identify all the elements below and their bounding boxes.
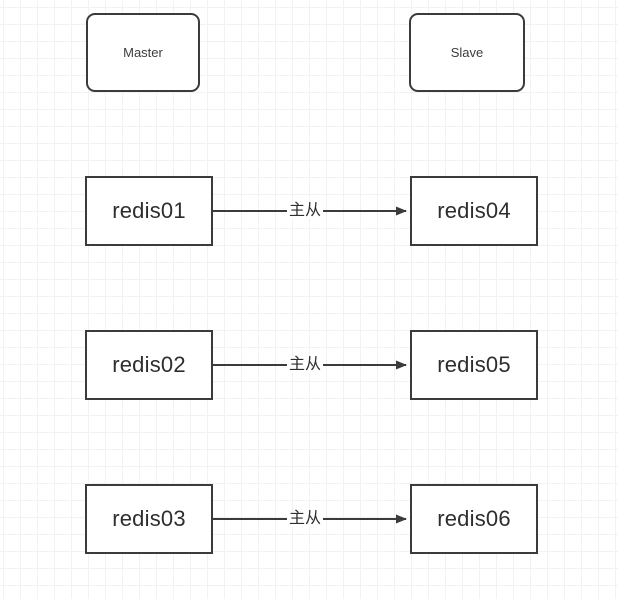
node-label: redis06 bbox=[437, 506, 511, 531]
edge-label-redis02-redis05[interactable]: 主从 bbox=[286, 356, 324, 373]
node-label: redis05 bbox=[437, 352, 511, 377]
node-redis01[interactable]: redis01 bbox=[85, 176, 213, 246]
edge-label-redis01-redis04[interactable]: 主从 bbox=[286, 202, 324, 219]
node-label: redis01 bbox=[112, 198, 186, 223]
node-label: redis03 bbox=[112, 506, 186, 531]
edge-label-text: 主从 bbox=[288, 356, 322, 373]
node-slave-header[interactable]: Slave bbox=[409, 13, 525, 92]
node-redis02[interactable]: redis02 bbox=[85, 330, 213, 400]
node-label: redis02 bbox=[112, 352, 186, 377]
edge-label-text: 主从 bbox=[288, 510, 322, 527]
node-label: redis04 bbox=[437, 198, 511, 223]
node-redis06[interactable]: redis06 bbox=[410, 484, 538, 554]
node-master-header[interactable]: Master bbox=[86, 13, 200, 92]
node-label: Slave bbox=[450, 45, 484, 60]
node-redis05[interactable]: redis05 bbox=[410, 330, 538, 400]
edge-label-text: 主从 bbox=[288, 202, 322, 219]
edge-label-redis03-redis06[interactable]: 主从 bbox=[286, 510, 324, 527]
node-redis03[interactable]: redis03 bbox=[85, 484, 213, 554]
node-label: Master bbox=[123, 45, 163, 60]
node-redis04[interactable]: redis04 bbox=[410, 176, 538, 246]
